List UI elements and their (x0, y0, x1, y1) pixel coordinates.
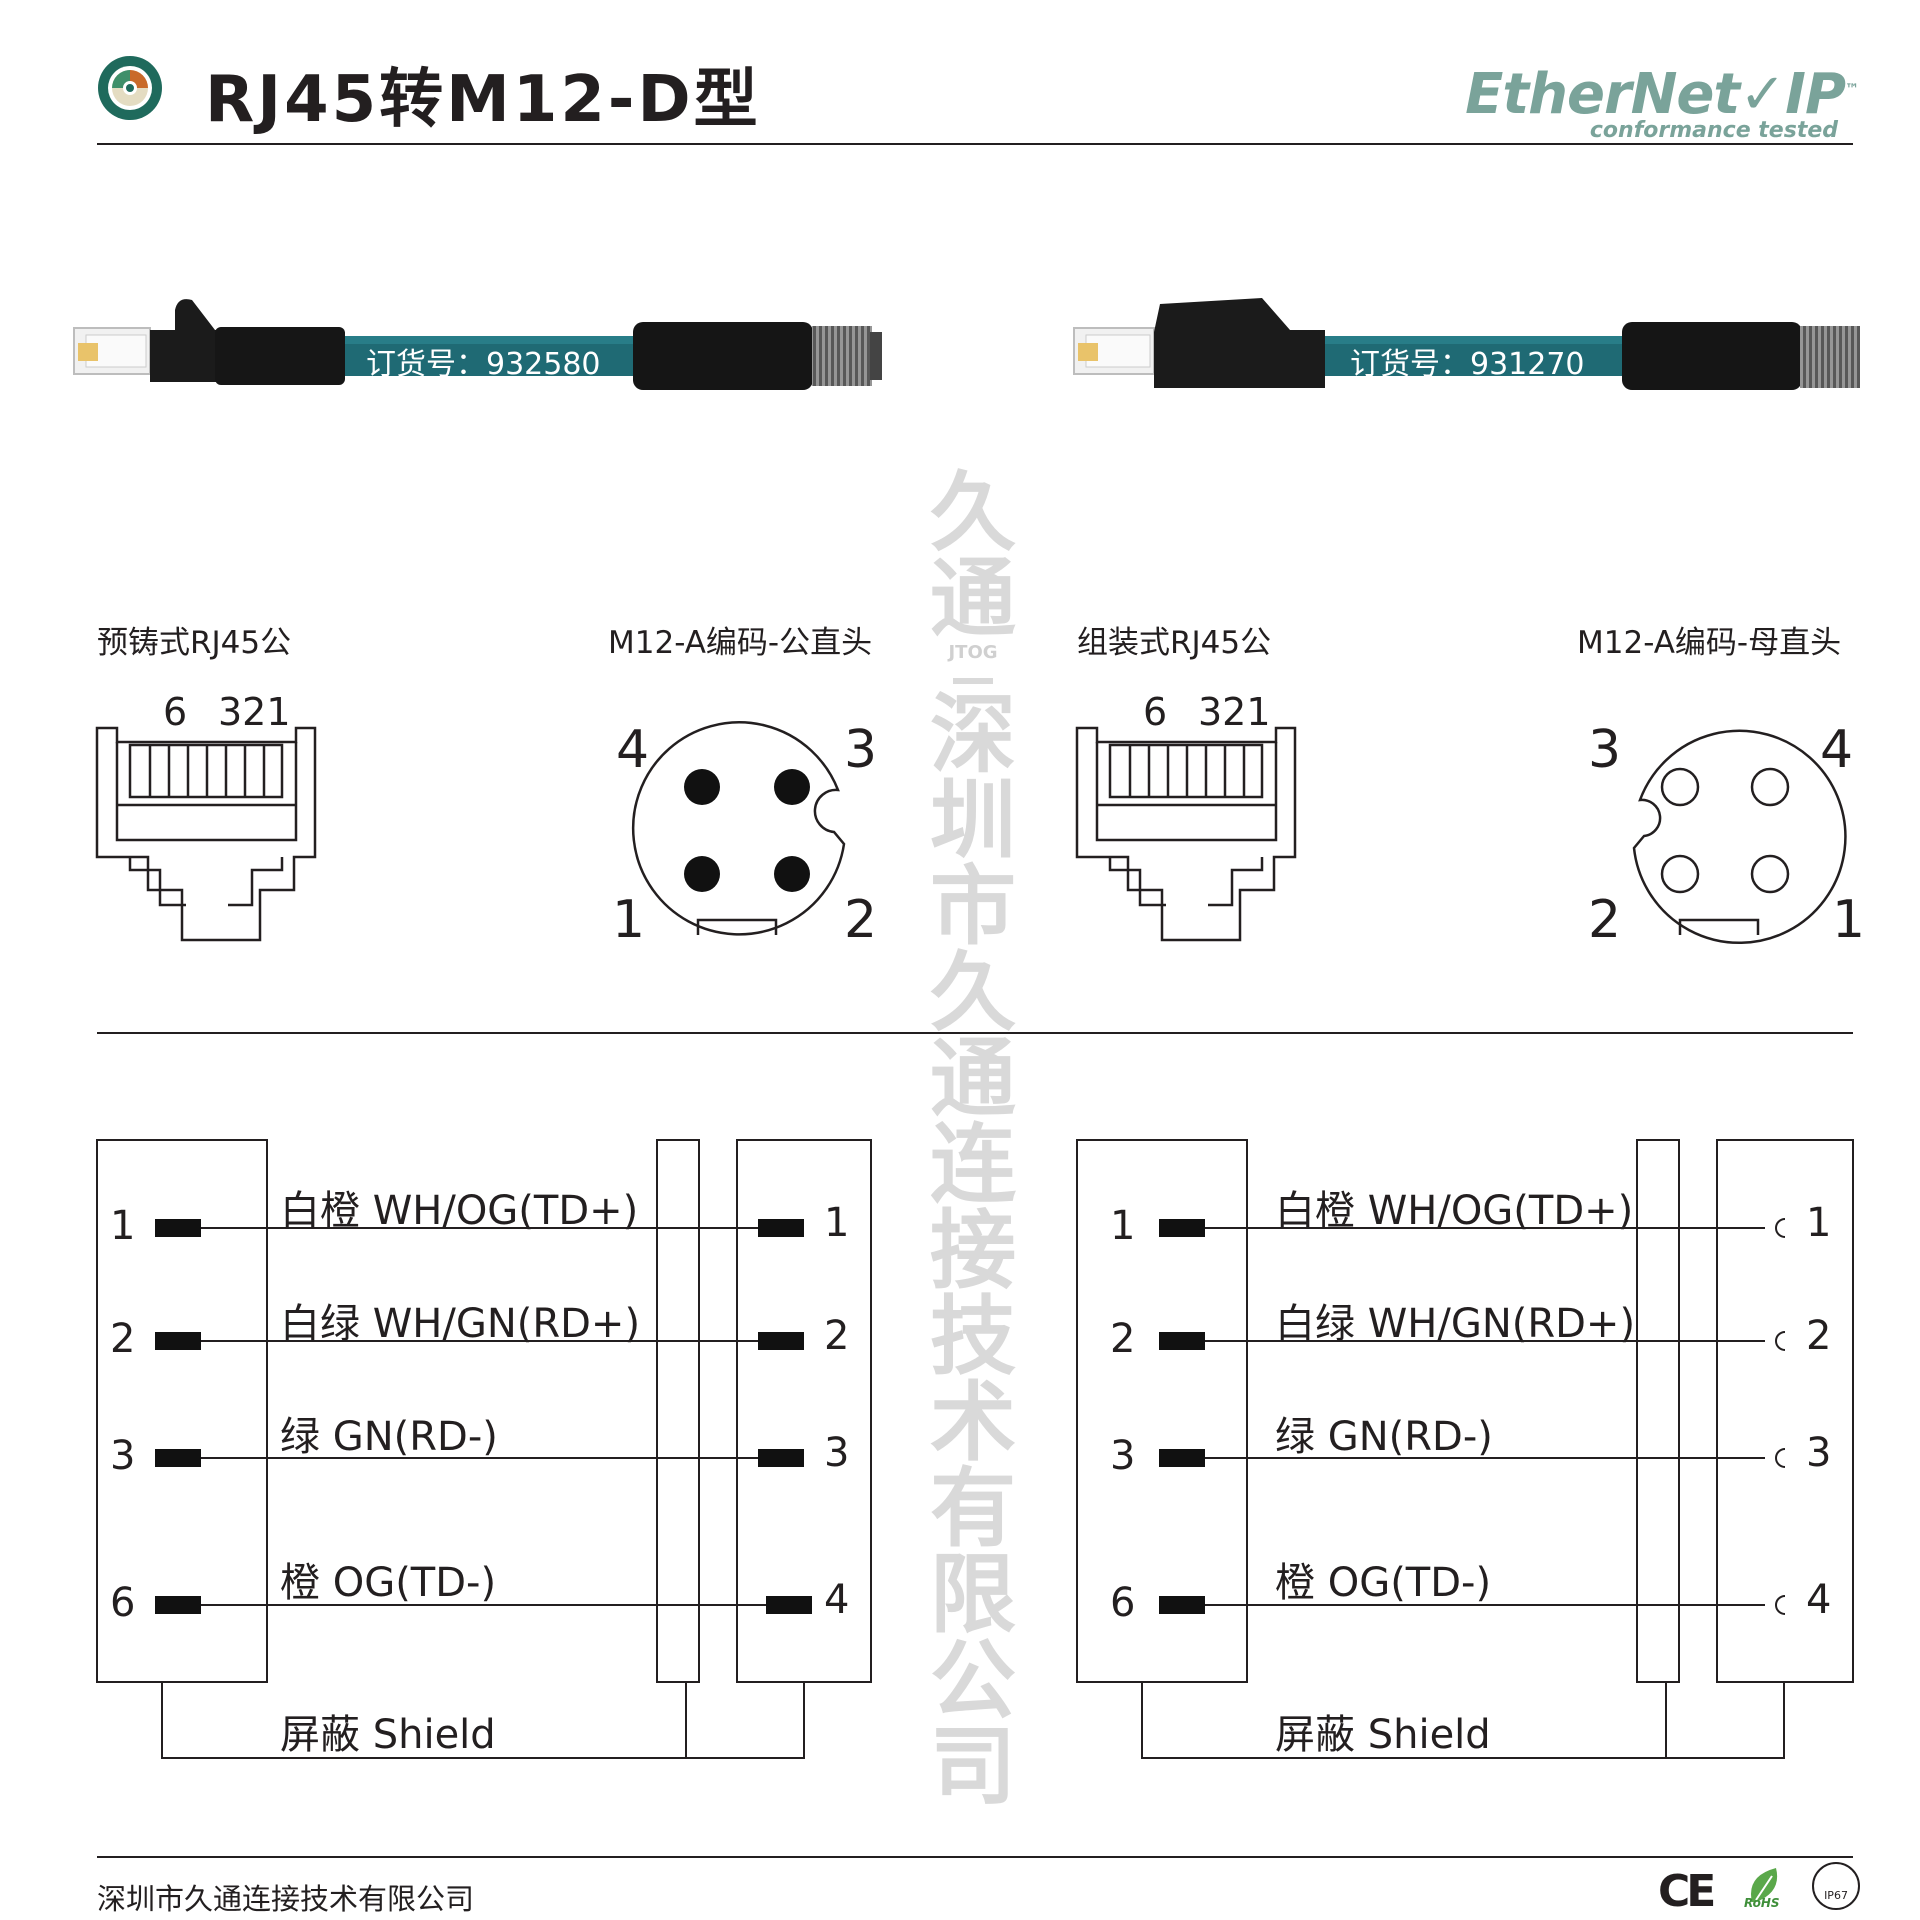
watermark-char: 深 (930, 685, 1016, 785)
rj45-pin-number: 3 (1110, 1433, 1136, 1479)
watermark-vertical: 久 通 JTOG 深 圳 市 久 通 连 接 技 术 有 限 公 司 (918, 470, 1028, 1810)
m12-pin-number: 2 (824, 1313, 850, 1359)
section-divider (97, 1032, 1853, 1034)
wire-label: 橙 OG(TD-) (280, 1560, 497, 1606)
m12-male-pin-bl: 1 (612, 890, 646, 950)
header-divider (97, 143, 1853, 145)
m12-female-pin-bl: 2 (1588, 890, 1622, 950)
shield-label: 屏蔽 Shield (280, 1712, 496, 1758)
m12-male-pin-tl: 4 (616, 720, 650, 780)
footer-divider (97, 1856, 1853, 1858)
rj45-pin-number: 6 (110, 1580, 136, 1626)
m12-male-pin-tr: 3 (844, 720, 878, 780)
rj45-face-right (1075, 726, 1297, 942)
m12-female-pin-tr: 4 (1820, 720, 1854, 780)
rj45-pin-number: 1 (1110, 1203, 1136, 1249)
watermark-char: 连 (930, 1115, 1016, 1215)
m12-pin-number: 1 (1806, 1200, 1832, 1246)
company-emblem-icon (97, 55, 163, 121)
check-icon: ✓ (1739, 62, 1786, 127)
rj45-pin6-label: 6 (163, 690, 188, 734)
m12-pin-number: 1 (824, 1200, 850, 1246)
logo-ip-text: IP (1785, 62, 1846, 127)
watermark-char: 接 (930, 1201, 1016, 1301)
watermark-char: 术 (930, 1373, 1016, 1473)
wire-label: 白绿 WH/GN(RD+) (280, 1301, 641, 1347)
emblem-graphic (98, 56, 162, 120)
wire-label: 白绿 WH/GN(RD+) (1275, 1301, 1636, 1347)
rohs-leaf-icon (1751, 1868, 1778, 1902)
logo-ethernet-text: EtherNet (1465, 62, 1740, 127)
watermark-char: 通 (930, 549, 1016, 649)
watermark-char: 久 (930, 463, 1016, 563)
wiring-pins-right (1159, 1219, 1205, 1614)
m12-female-pin-tl: 3 (1588, 720, 1622, 780)
order-number-right: 订货号：931270 (1350, 347, 1585, 382)
left-m12-label: M12-A编码-公直头 (608, 625, 873, 661)
m12-pin-number: 3 (824, 1430, 850, 1476)
m12-female-face (1632, 729, 1847, 945)
wire-label: 白橙 WH/OG(TD+) (1275, 1188, 1634, 1234)
watermark-char: 市 (930, 857, 1016, 957)
m12-male-pin-br: 2 (844, 890, 878, 950)
watermark-char: 圳 (930, 771, 1016, 871)
watermark-char: 公 (930, 1631, 1016, 1731)
watermark-char: 技 (930, 1287, 1016, 1387)
logo-subtitle: conformance tested (1589, 118, 1838, 143)
ethernet-ip-logo: EtherNet✓IP™ conformance tested (1465, 62, 1859, 152)
order-number-left: 订货号：932580 (366, 347, 601, 382)
rj45-pin-number: 2 (110, 1316, 136, 1362)
rj45-pin321-label: 321 (1198, 690, 1271, 734)
shield-label: 屏蔽 Shield (1275, 1712, 1491, 1758)
rj45-pin6-label: 6 (1143, 690, 1168, 734)
watermark-char: 久 (930, 943, 1016, 1043)
rj45-face-left (95, 726, 317, 942)
right-m12-label: M12-A编码-母直头 (1577, 625, 1842, 661)
m12-male-face (631, 721, 846, 936)
rohs-icon: RoHS (1742, 1862, 1790, 1912)
watermark-char: 通 (930, 1029, 1016, 1129)
ce-mark-icon: CE (1658, 1866, 1716, 1917)
rj45-pin-number: 2 (1110, 1316, 1136, 1362)
m12-pin-number: 3 (1806, 1430, 1832, 1476)
logo-trademark: ™ (1845, 81, 1859, 98)
ethernet-ip-wordmark: EtherNet✓IP™ (1465, 62, 1859, 127)
ip67-label: IP67 (1824, 1889, 1848, 1902)
m12-pin-number: 4 (824, 1577, 850, 1623)
m12-pin-number: 4 (1806, 1577, 1832, 1623)
wire-label: 白橙 WH/OG(TD+) (280, 1188, 639, 1234)
watermark-char: 司 (930, 1717, 1016, 1817)
footer-company-name: 深圳市久通连接技术有限公司 (97, 1882, 475, 1916)
right-rj45-label: 组装式RJ45公 (1077, 625, 1272, 661)
watermark-char: 限 (930, 1545, 1016, 1645)
wire-label: 橙 OG(TD-) (1275, 1560, 1492, 1606)
rj45-pin321-label: 321 (218, 690, 291, 734)
wire-label: 绿 GN(RD-) (280, 1414, 498, 1460)
m12-pin-number: 2 (1806, 1313, 1832, 1359)
watermark-brand: JTOG (948, 642, 998, 663)
m12-female-pin-br: 1 (1832, 890, 1866, 950)
wire-label: 绿 GN(RD-) (1275, 1414, 1493, 1460)
watermark-char: 有 (930, 1459, 1016, 1559)
left-rj45-label: 预铸式RJ45公 (97, 625, 292, 661)
rohs-label: RoHS (1744, 1896, 1780, 1910)
rj45-pin-number: 6 (1110, 1580, 1136, 1626)
rj45-pin-number: 1 (110, 1203, 136, 1249)
ip67-badge-icon: IP67 (1812, 1862, 1860, 1910)
page-title: RJ45转M12-D型 (205, 63, 761, 137)
watermark-divider (953, 678, 993, 684)
rj45-pin-number: 3 (110, 1433, 136, 1479)
